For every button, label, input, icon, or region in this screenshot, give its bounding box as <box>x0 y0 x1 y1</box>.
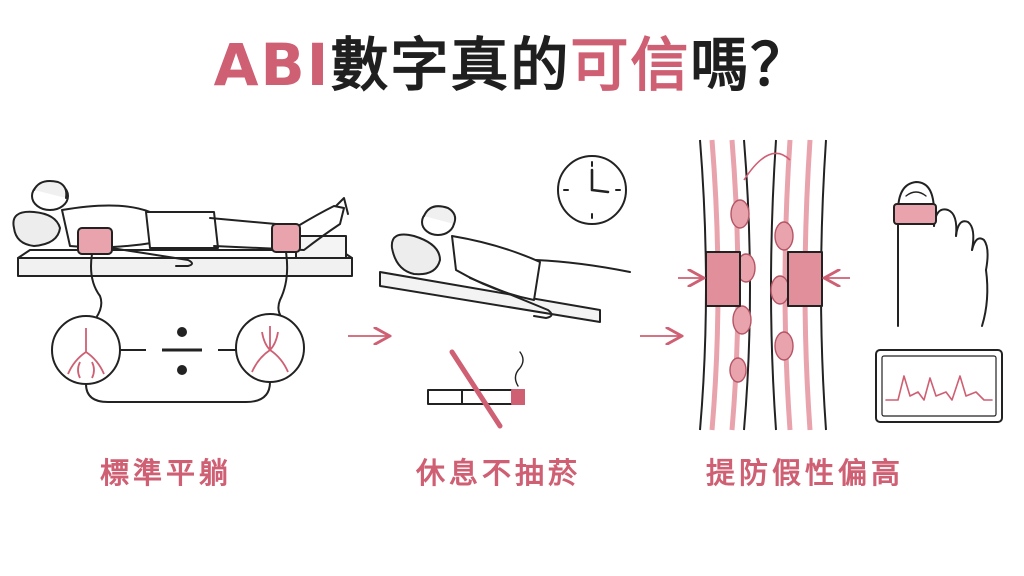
compression-cuff-left <box>705 251 741 307</box>
waveform-monitor-icon <box>875 349 1003 423</box>
divide-dot-top <box>177 327 187 337</box>
divide-dot-bottom <box>177 365 187 375</box>
toe-cuff <box>893 203 937 225</box>
compression-cuff-right <box>787 251 823 307</box>
step-label-rest-no-smoking: 休息不抽菸 <box>416 456 582 490</box>
title-numbers-real: 數字真的 <box>330 31 571 99</box>
title-question: 嗎？ <box>690 31 811 99</box>
ankle-cuff <box>271 223 301 253</box>
panel-resting-patient <box>379 155 631 429</box>
no-smoking-icon <box>427 349 525 429</box>
foot-icon <box>893 181 989 327</box>
panel-calcified-arteries <box>678 139 850 431</box>
title-trustworthy: 可信 <box>570 31 691 99</box>
step-label-lie-flat: 標準平躺 <box>100 456 233 490</box>
ratio-diagram <box>51 313 305 403</box>
arm-cuff <box>77 227 113 255</box>
page-title: ABI數字真的可信嗎？ <box>0 18 1024 102</box>
panel-supine-patient <box>12 180 353 319</box>
toe-sensor-panel <box>875 181 1003 423</box>
clock-icon <box>557 155 627 225</box>
step-label-false-high: 提防假性偏高 <box>706 456 905 490</box>
lying-person-icon <box>379 205 631 323</box>
lying-person-icon <box>12 180 349 267</box>
title-abi: ABI <box>213 31 331 99</box>
